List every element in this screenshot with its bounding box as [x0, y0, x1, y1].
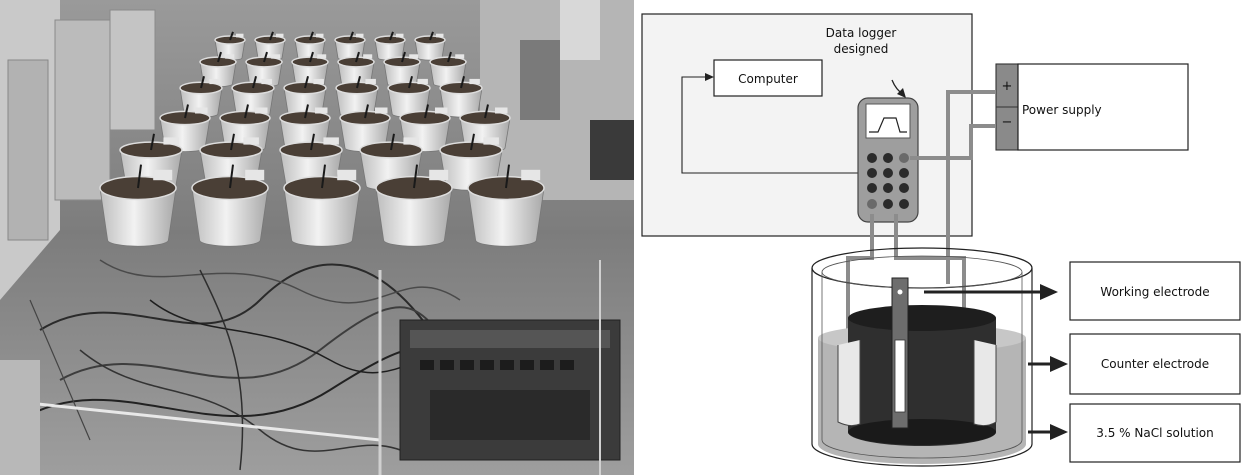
working-electrode-label: Working electrode: [1100, 285, 1209, 299]
plant-pot: [283, 164, 361, 247]
logger-screen: [865, 103, 911, 139]
callout-arrows: [924, 284, 1068, 440]
plant-pot: [467, 164, 545, 247]
plant-pot: [334, 31, 366, 61]
computer-label: Computer: [738, 72, 798, 86]
power-supply: + − Power supply: [995, 63, 1189, 151]
control-panel-box: [641, 13, 973, 237]
computer-box: Computer: [713, 59, 823, 97]
data-logger-label-line2: designed: [834, 42, 889, 56]
connection-wires: [846, 90, 996, 345]
logger-keypad: [867, 153, 909, 209]
solution-label: 3.5 % NaCl solution: [1096, 426, 1214, 440]
data-logger-label-line1: Data logger: [826, 26, 897, 40]
minus-sign: −: [1002, 115, 1013, 130]
counter-electrode-label: Counter electrode: [1101, 357, 1209, 371]
acrylic-frame: [0, 260, 601, 475]
schematic-diagram: Computer Data logger designed + − Power …: [641, 13, 1241, 467]
plant-pot: [191, 164, 269, 247]
pots-group: [99, 31, 545, 247]
plant-pot: [214, 31, 246, 61]
plant-pot: [439, 76, 483, 118]
plant-pot: [179, 76, 223, 118]
computer-feedback-loop: [681, 73, 859, 174]
lab-setup-photo: [0, 0, 634, 475]
counter-electrode-box: Counter electrode: [1069, 333, 1241, 395]
power-supply-label: Power supply: [1022, 103, 1102, 117]
data-logger-device: [857, 97, 919, 223]
solution-box: 3.5 % NaCl solution: [1069, 403, 1241, 463]
plant-pot: [99, 164, 177, 247]
plus-sign: +: [1002, 79, 1013, 94]
circuit-board: [399, 319, 621, 461]
plant-pot: [375, 164, 453, 247]
working-electrode-box: Working electrode: [1069, 261, 1241, 321]
electrochemical-cell: [811, 247, 1033, 467]
